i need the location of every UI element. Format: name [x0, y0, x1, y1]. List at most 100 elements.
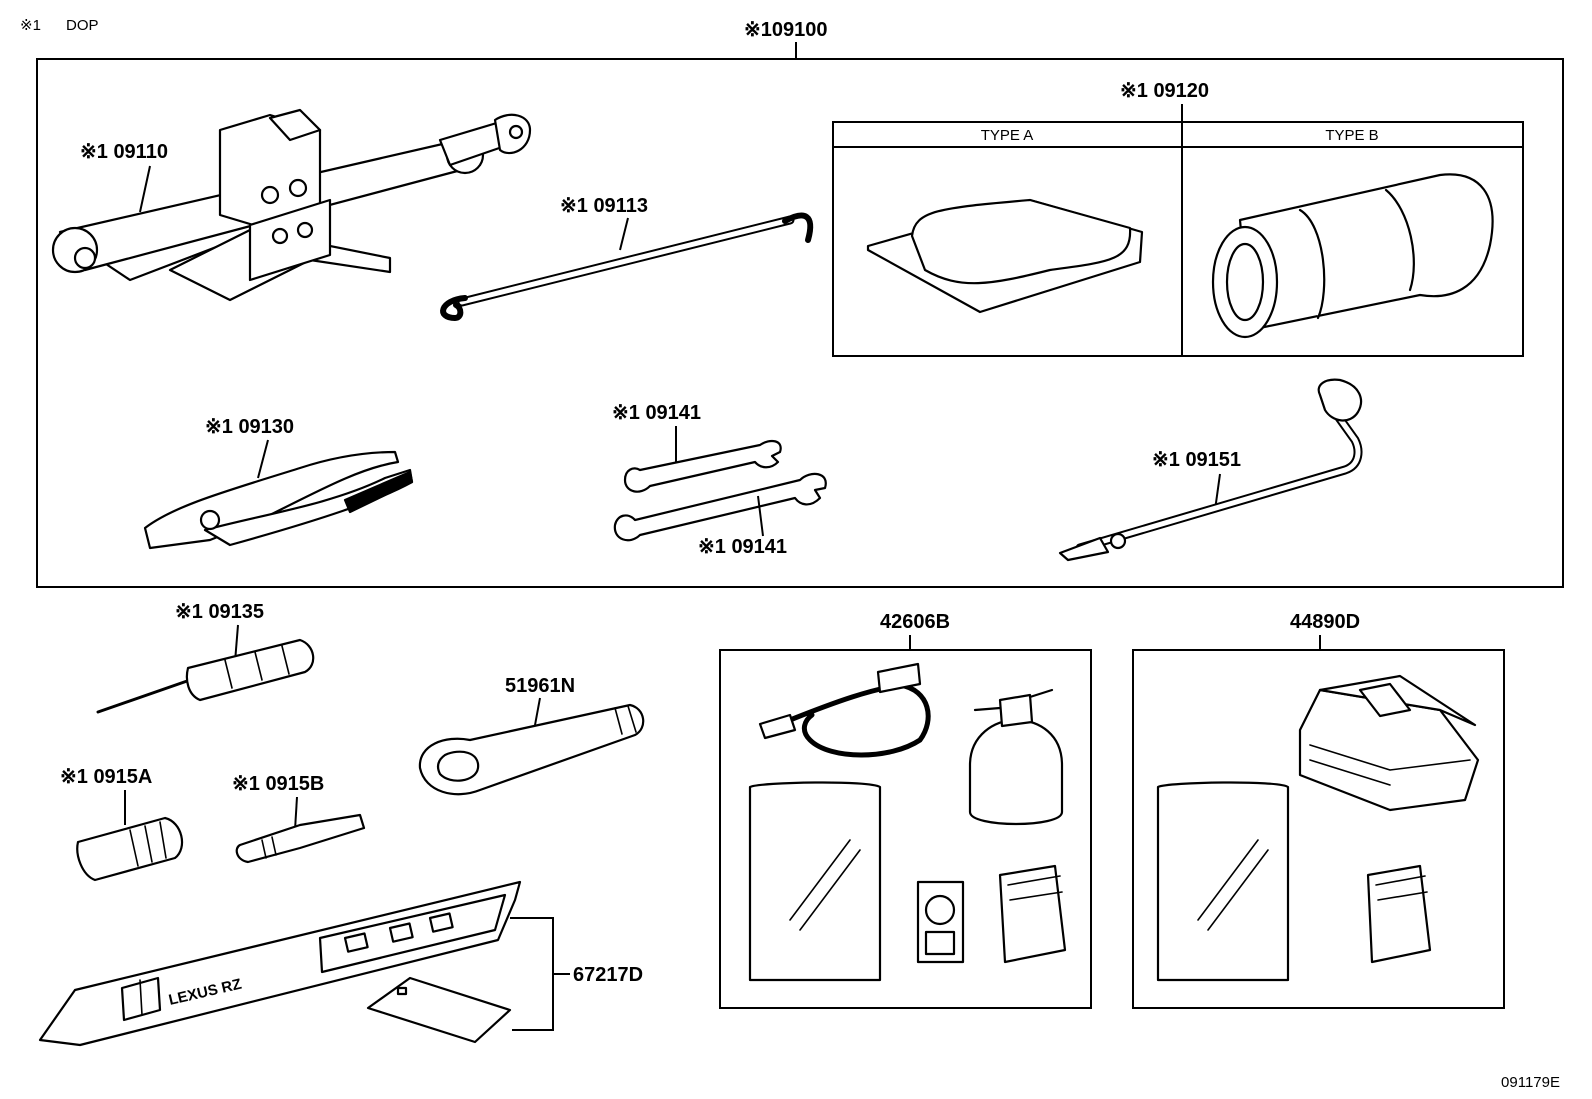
repair-kit-manual	[998, 864, 1067, 964]
towing-eyelet-leader	[534, 697, 541, 726]
wrench-upper-label: ※1 09141	[612, 402, 701, 424]
repair-kit-bag-shine-2	[799, 849, 861, 931]
bag-type-b-strap-1	[1298, 208, 1326, 320]
screwdriver-label: ※1 09135	[175, 601, 264, 623]
screwdriver-handle	[185, 638, 315, 702]
wheel-wrench-socket	[1317, 378, 1363, 422]
plate-grid-line	[139, 979, 143, 1016]
repair-kit-manual-lines	[1007, 875, 1063, 901]
repair-kit-group: 42606B	[719, 611, 1092, 1009]
wrench-upper	[623, 439, 782, 493]
jack-saddle-top	[268, 108, 322, 142]
plate-card	[366, 976, 512, 1044]
repair-kit-bottle	[968, 718, 1064, 826]
compressor-kit-bag-shine-1	[1197, 839, 1259, 921]
wrench-lower-leader	[757, 495, 764, 537]
repair-kit-valve	[876, 662, 922, 694]
wrench-parts: ※1 09141 ※1 09141	[612, 402, 827, 558]
jack-hole-3	[271, 227, 289, 245]
adapter-a-groove-2	[144, 825, 153, 863]
compressor-vents	[1309, 744, 1471, 786]
plate-icon-3	[428, 912, 454, 933]
pliers-leader	[257, 439, 269, 479]
bag-type-a-pocket	[910, 198, 1132, 285]
tool-kit-frame	[36, 58, 1564, 588]
plate-card-mark	[396, 986, 408, 996]
adapter-b-thread-1	[261, 839, 267, 859]
jack-handle-hook	[440, 295, 468, 321]
jack-handle-leader	[619, 217, 629, 251]
compressor-kit-bag	[1156, 781, 1290, 982]
bag-type-a-label: TYPE A	[981, 127, 1034, 144]
compressor-kit-manual	[1366, 864, 1432, 964]
tool-kit-group: ※109100	[36, 19, 1564, 588]
jack-label: ※1 09110	[80, 141, 168, 163]
bag-type-b	[1238, 173, 1494, 332]
adapter-b-body	[235, 813, 366, 864]
jack-pivot-left-inner	[73, 246, 97, 270]
repair-kit-bottle-nozzles	[973, 688, 1054, 712]
repair-kit-label: 42606B	[880, 611, 950, 633]
wheel-wrench-bar-inner	[1077, 402, 1361, 551]
pliers-label: ※1 09130	[205, 416, 294, 438]
compressor-handle	[1358, 682, 1412, 718]
adapter-b-thread-2	[271, 836, 277, 856]
repair-kit-sticker-box	[924, 930, 956, 956]
towing-eyelet-label: 51961N	[505, 675, 575, 697]
adapter-b-label: ※1 0915B	[232, 773, 324, 795]
pliers-part: ※1 09130	[143, 416, 414, 550]
plate-icon-2	[388, 922, 414, 943]
jack-hole-2	[288, 178, 308, 198]
repair-kit-bag	[748, 781, 882, 982]
plate-icon-1	[343, 932, 369, 953]
repair-kit-hose-end	[758, 713, 797, 740]
wheel-wrench-tip-ring	[1109, 532, 1127, 550]
adapter-b-leader	[294, 796, 298, 831]
bag-type-b-end-inner	[1225, 242, 1265, 322]
tool-kit-label: ※109100	[744, 19, 828, 41]
jack-hole-4	[296, 221, 314, 239]
bag-type-b-label: TYPE B	[1325, 127, 1378, 144]
jack-handle-part: ※1 09113	[440, 195, 814, 321]
legend-meaning: DOP	[66, 17, 99, 34]
wrench-lower-label: ※1 09141	[698, 536, 787, 558]
jack-eye-hole	[508, 124, 524, 140]
repair-kit-bottle-cap	[998, 693, 1034, 728]
jack-handle-rod-inner	[459, 217, 793, 305]
bag-label: ※1 09120	[1120, 80, 1209, 102]
compressor-kit-label: 44890D	[1290, 611, 1360, 633]
compressor-kit-group: 44890D	[1132, 611, 1505, 1009]
screwdriver-groove-3	[281, 645, 290, 675]
jack-handle-bend	[782, 212, 814, 243]
jack-post	[248, 198, 332, 282]
jack-hole-1	[260, 185, 280, 205]
screwdriver-groove-2	[254, 651, 263, 681]
towing-eyelet-part: 51961N	[418, 675, 645, 796]
diagram-id: 091179E	[1501, 1074, 1560, 1091]
screwdriver-part: ※1 09135	[96, 601, 315, 714]
screwdriver-shaft	[96, 678, 192, 714]
adapter-b-part: ※1 0915B	[232, 773, 366, 864]
adapter-a-label: ※1 0915A	[60, 766, 152, 788]
bag-type-b-strap-2	[1384, 188, 1415, 292]
legend-mark: ※1	[20, 17, 41, 34]
pliers-grip	[343, 470, 414, 514]
repair-kit-hose	[787, 682, 931, 758]
plate-group: LEXUS RZ 67217D	[38, 880, 643, 1047]
bag-group: ※1 09120 TYPE A TYPE B	[832, 80, 1524, 357]
towing-eyelet-eye	[436, 750, 480, 782]
towing-eyelet-thread-2	[627, 705, 637, 733]
wheel-wrench-label: ※1 09151	[1152, 449, 1241, 471]
adapter-a-body	[76, 816, 184, 882]
jack-handle-label: ※1 09113	[560, 195, 648, 217]
jack-part: ※1 09110	[51, 108, 532, 302]
pliers-pivot	[199, 509, 221, 531]
screwdriver-groove-1	[224, 659, 233, 689]
adapter-a-groove-1	[129, 829, 139, 867]
repair-kit-sticker-circle	[924, 894, 956, 926]
adapter-a-part: ※1 0915A	[60, 766, 184, 882]
towing-eyelet-thread-1	[614, 707, 623, 735]
compressor-kit-bag-shine-2	[1207, 849, 1269, 931]
repair-kit-bag-shine-1	[789, 839, 851, 921]
plate-bracket	[510, 917, 570, 1031]
